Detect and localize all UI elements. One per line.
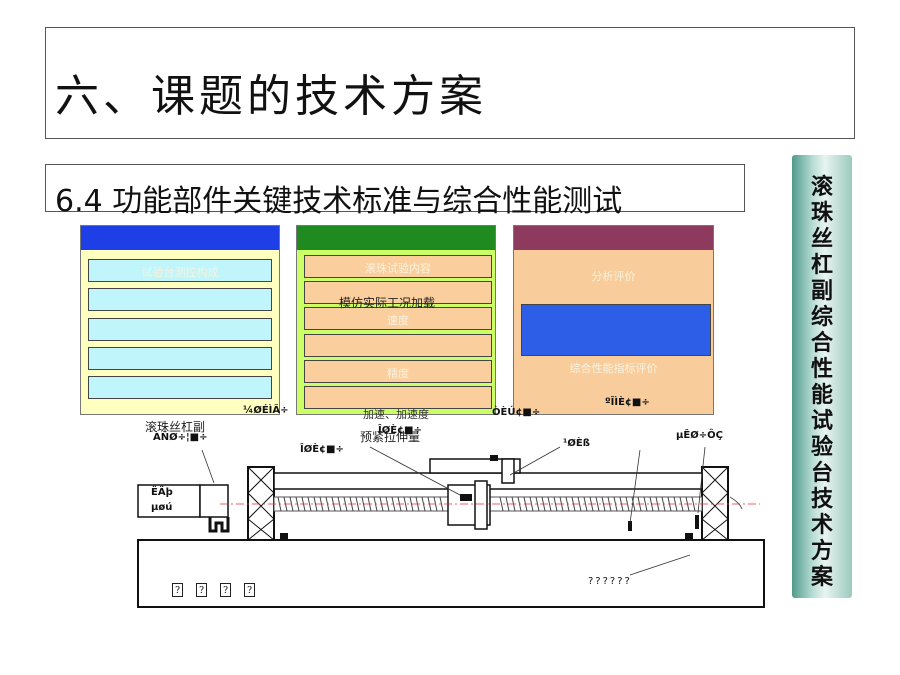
ballscrew-code-label: ÀÑØ÷¦■÷ bbox=[153, 432, 208, 443]
top-left-label: ¼ØÉÌÃ÷ bbox=[243, 405, 289, 416]
bottom-left-placeholders: ???? bbox=[172, 578, 268, 597]
panel-3-code-label: ºÎÌÈ¢■÷ bbox=[605, 397, 650, 408]
sensor-block bbox=[460, 494, 472, 501]
motor-label-2: µøú bbox=[151, 502, 173, 513]
placeholder-glyph: ? bbox=[196, 583, 207, 597]
panel-2-header bbox=[297, 226, 495, 250]
motor-box bbox=[137, 484, 201, 518]
side-banner-text: 滚珠丝杠副综合性能试验台技术方案 bbox=[810, 175, 833, 590]
right-bearing-hatch bbox=[701, 466, 729, 541]
panel-1-row-label: 试验台测控构成 bbox=[141, 266, 219, 279]
coupling bbox=[199, 484, 229, 518]
accel-label: 加速、加速度 bbox=[363, 408, 429, 421]
panel-1-header bbox=[81, 226, 279, 250]
panel-1-row: 试验台测控构成 bbox=[88, 259, 272, 282]
panel-2-row: 速度 bbox=[304, 307, 492, 330]
base-sensor-left bbox=[280, 533, 288, 539]
side-banner bbox=[792, 155, 852, 598]
analysis-block bbox=[521, 304, 711, 356]
mid-label-a: ÎØÈ¢■÷ bbox=[378, 425, 422, 436]
nut-flange bbox=[474, 480, 488, 530]
placeholder-glyph: ? bbox=[172, 583, 183, 597]
carriage-top bbox=[429, 458, 521, 474]
panel-analysis: 分析评价 综合性能指标评价 bbox=[513, 225, 714, 415]
panel-test-content: 滚珠试验内容 速度 精度 模仿实际工况加载 加速、加速度 bbox=[296, 225, 496, 421]
panel-2-row-label: 滚珠试验内容 bbox=[365, 262, 431, 275]
mid-label-b: ÎØÈ¢■÷ bbox=[300, 444, 344, 455]
mid-sensor bbox=[628, 521, 632, 531]
top-sensor bbox=[490, 455, 498, 461]
slider bbox=[501, 458, 515, 484]
right-label-a: ¹ØÈß bbox=[563, 438, 590, 449]
page-title: 六、课题的技术方案 bbox=[55, 71, 487, 122]
placeholder-glyph: ? bbox=[244, 583, 255, 597]
test-bench-diagram bbox=[137, 446, 765, 608]
machine-base bbox=[137, 539, 765, 608]
bottom-right-placeholders: ?????? bbox=[588, 576, 632, 587]
panel-2-row-label: 速度 bbox=[387, 314, 409, 327]
panel-2-row-label: 精度 bbox=[387, 367, 409, 380]
panel-2-row bbox=[304, 281, 492, 304]
right-bearing-housing bbox=[701, 466, 729, 541]
panel-2-row: 滚珠试验内容 bbox=[304, 255, 492, 278]
bracket bbox=[208, 517, 230, 533]
analysis-label: 分析评价 bbox=[591, 270, 636, 283]
panel-1-row bbox=[88, 376, 272, 399]
left-bearing-hatch bbox=[247, 466, 275, 541]
preload-label: 预紧拉伸量 bbox=[360, 430, 421, 444]
placeholder-glyph: ? bbox=[220, 583, 231, 597]
title-frame bbox=[45, 27, 855, 139]
motor-label-1: ËÄþ bbox=[151, 487, 173, 498]
panel-1-row bbox=[88, 347, 272, 370]
performance-eval-label: 综合性能指标评价 bbox=[569, 362, 658, 375]
panel-test-bench-control: 试验台测控构成 bbox=[80, 225, 280, 415]
load-label: 模仿实际工况加载 bbox=[339, 296, 436, 310]
ballscrew-label: 滚珠丝杠副 bbox=[145, 420, 206, 434]
top-mid-label: ÒÈÚ¢■÷ bbox=[492, 407, 541, 418]
right-sensor bbox=[695, 515, 699, 529]
subtitle-frame bbox=[45, 164, 745, 212]
panel-1-row bbox=[88, 318, 272, 341]
panel-2-row: 精度 bbox=[304, 360, 492, 383]
panel-3-header bbox=[514, 226, 713, 250]
panel-1-row bbox=[88, 288, 272, 311]
section-subtitle: 6.4 功能部件关键技术标准与综合性能测试 bbox=[55, 184, 623, 219]
panel-2-row bbox=[304, 386, 492, 409]
panel-2-row bbox=[304, 334, 492, 357]
right-label-b: µÊØ÷ÔÇ bbox=[676, 430, 723, 441]
base-sensor-right bbox=[685, 533, 693, 539]
